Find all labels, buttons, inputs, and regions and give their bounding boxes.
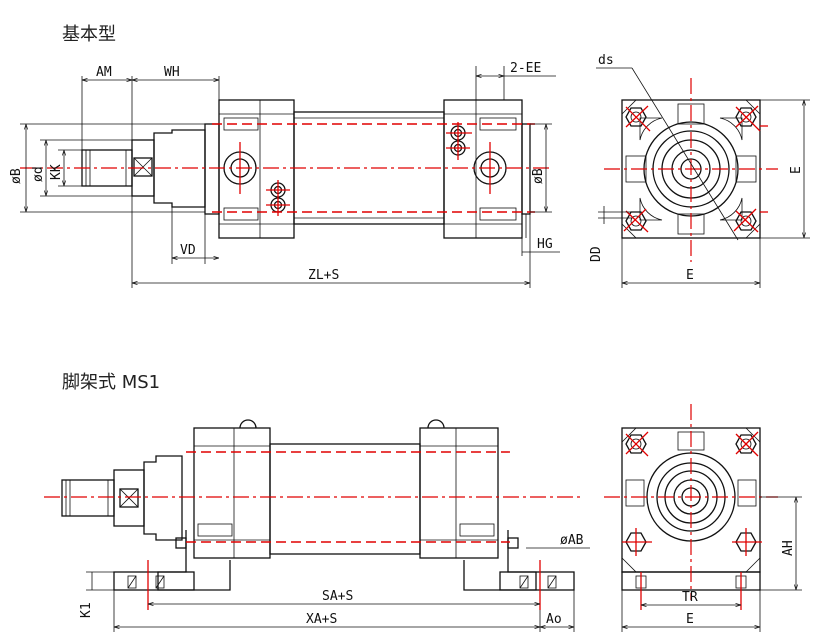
foot-mount-side-view: øAB K1 SA+S XA+S Ao — [44, 419, 590, 632]
dim-phi-b-right: øB — [531, 168, 546, 184]
dim-k1: K1 — [79, 602, 94, 618]
wrench-flat — [133, 157, 153, 177]
dim-wh: WH — [164, 65, 180, 80]
basic-side-view: AM WH 2-EE øB ød KK øB VD — [9, 61, 560, 288]
dim-phi-b-left: øB — [9, 168, 24, 184]
dim-ao: Ao — [546, 612, 562, 627]
basic-end-view: ds E DD E — [589, 53, 810, 288]
rear-cover — [443, 99, 523, 239]
dim-xa-s: XA+S — [306, 612, 337, 627]
title-basic-type: 基本型 — [62, 24, 116, 45]
dim-ds: ds — [598, 53, 614, 68]
front-cover-ms1 — [193, 427, 271, 559]
dim-ah: AH — [781, 540, 796, 556]
dim-hg: HG — [537, 237, 553, 252]
front-foot-plate — [113, 571, 195, 591]
dim-sa-s: SA+S — [322, 589, 353, 604]
title-foot-mount: 脚架式 MS1 — [62, 372, 160, 393]
cylinder-barrel — [293, 111, 445, 225]
dim-phi-d: ød — [31, 166, 46, 182]
bushing-ms1 — [143, 455, 183, 541]
foot-mount-end-view: AH TR E — [604, 404, 802, 632]
dim-tr: TR — [682, 590, 698, 605]
dim-e-horizontal: E — [686, 268, 694, 283]
tie-rod-nuts — [625, 107, 757, 231]
front-flange — [204, 123, 220, 215]
rear-end-plate — [521, 123, 531, 215]
dim-am: AM — [96, 65, 112, 80]
dim-vd: VD — [180, 243, 196, 258]
dim-phi-ab: øAB — [560, 533, 584, 548]
dim-kk: KK — [49, 164, 64, 180]
dim-e-vertical: E — [789, 166, 804, 174]
barrel-ms1 — [269, 443, 421, 555]
dim-e-ms1: E — [686, 612, 694, 627]
dim-2-ee: 2-EE — [510, 61, 541, 76]
front-foot — [157, 530, 231, 591]
rear-foot-plate — [499, 571, 575, 591]
dim-zl-s: ZL+S — [308, 268, 339, 283]
rear-foot — [463, 530, 537, 591]
dim-dd: DD — [589, 246, 604, 262]
rear-cover-ms1 — [419, 427, 499, 559]
